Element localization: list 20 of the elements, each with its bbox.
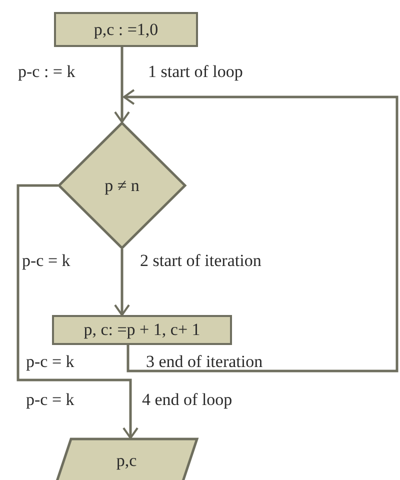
arrow xyxy=(123,89,398,372)
node-label: p,c xyxy=(116,450,137,471)
process-box xyxy=(54,12,198,47)
annotation-text: p-c = k xyxy=(22,252,70,269)
node-label: p ≠ n xyxy=(104,176,140,196)
arrow xyxy=(114,47,130,123)
decision-diamond xyxy=(58,122,186,249)
arrow xyxy=(16,184,138,439)
annotation-text: 3 end of iteration xyxy=(146,353,263,370)
node-label: p, c: =p + 1, c+ 1 xyxy=(84,320,200,340)
annotation-text: 4 end of loop xyxy=(142,391,232,408)
annotation-text: p-c = k xyxy=(26,353,74,370)
annotation-text: 1 start of loop xyxy=(148,63,243,80)
output-parallelogram xyxy=(55,438,198,480)
annotation-text: 2 start of iteration xyxy=(140,252,262,269)
arrow xyxy=(114,249,130,316)
node-label: p,c : =1,0 xyxy=(94,20,158,40)
annotation-text: p-c : = k xyxy=(18,63,76,80)
process-box xyxy=(52,315,232,345)
annotation-text: p-c = k xyxy=(26,391,74,408)
